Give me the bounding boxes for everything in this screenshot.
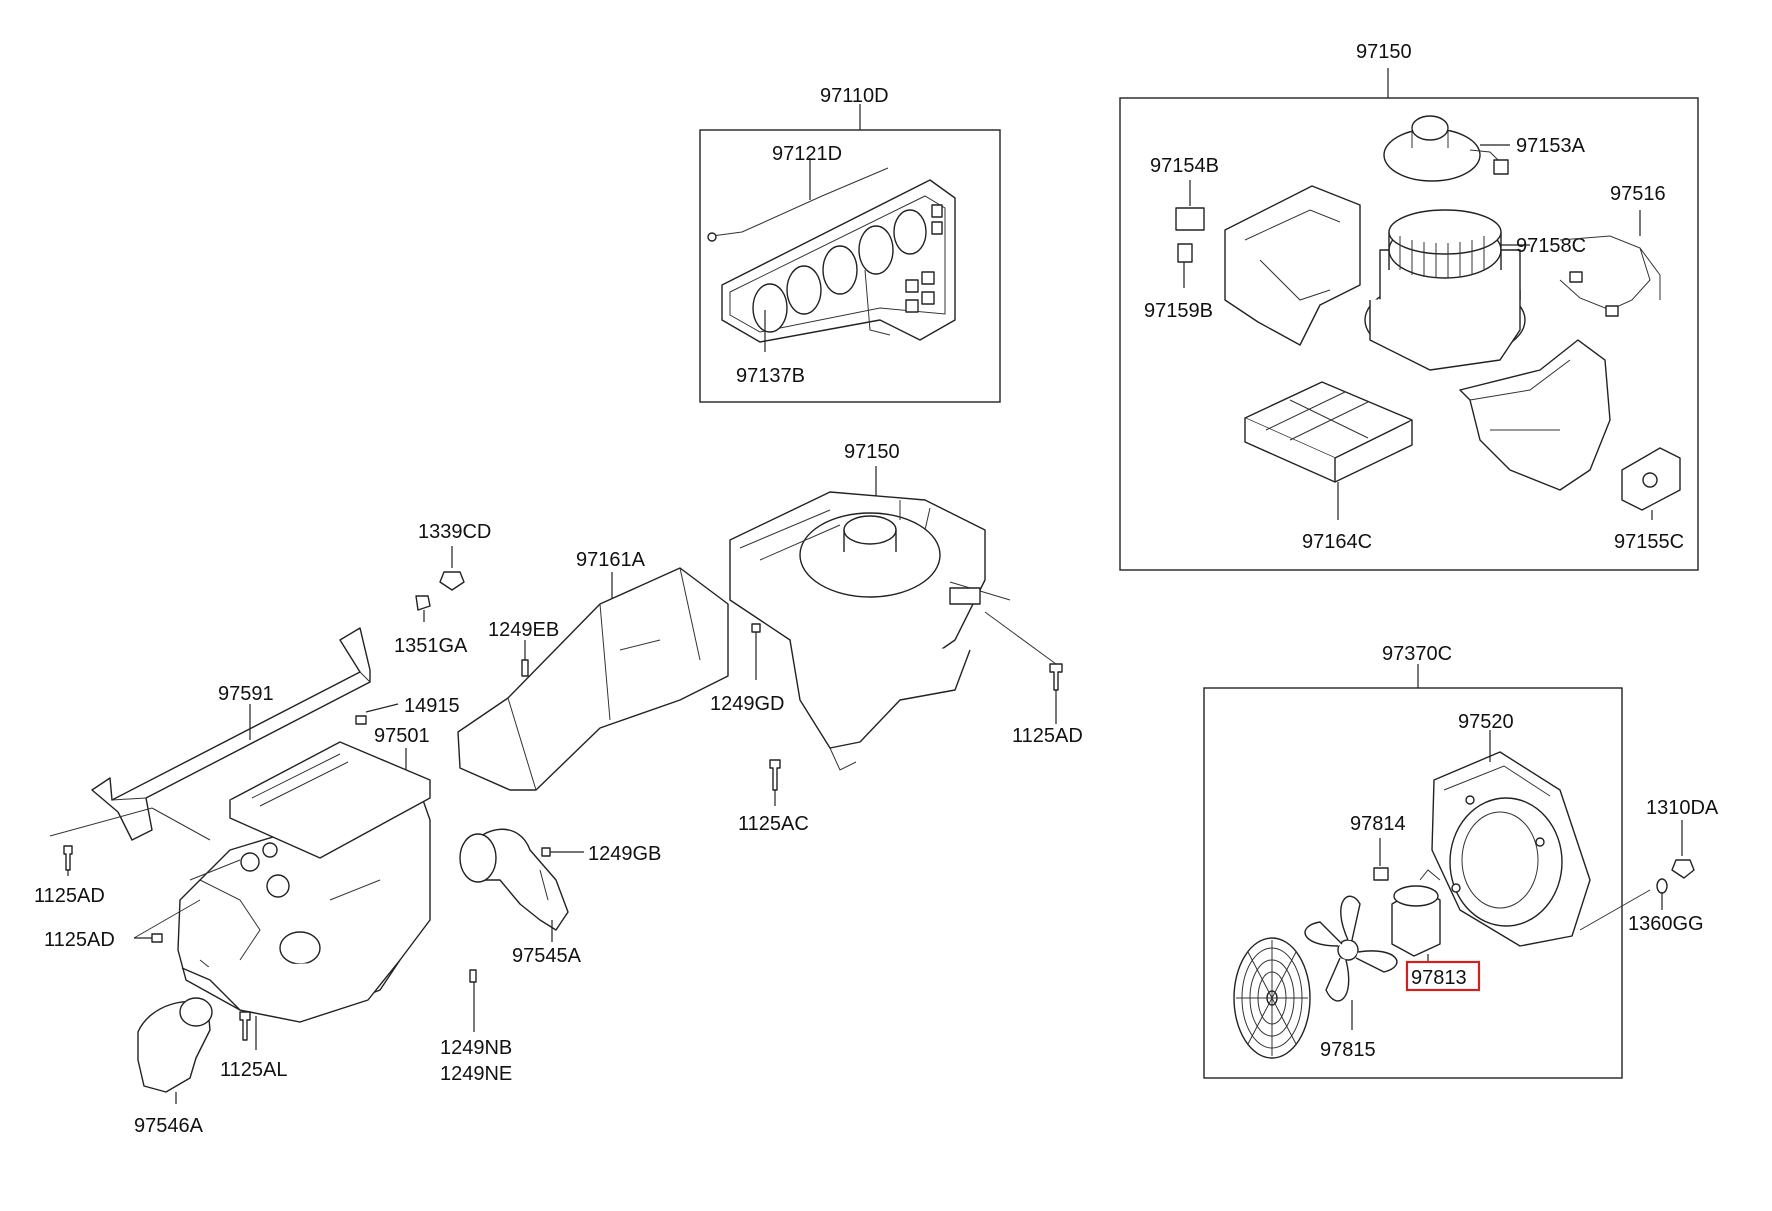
part-label-97121D[interactable]: 97121D — [772, 143, 842, 165]
highlight-97813 — [1405, 960, 1481, 992]
bolt-hardware-left: 1125AD 1125AD — [34, 845, 201, 951]
part-label-97813[interactable]: 97813 — [1411, 967, 1467, 989]
part-label-97110D[interactable]: 97110D — [820, 85, 889, 107]
elbow-duct-group: 97546A — [134, 997, 213, 1137]
air-filter-part — [1244, 381, 1413, 483]
part-label-97158C[interactable]: 97158C — [1516, 235, 1586, 257]
fan-motor-box — [1203, 687, 1623, 1079]
duct-part — [457, 567, 729, 791]
blower-case-lower — [1459, 339, 1611, 491]
part-label-97153A[interactable]: 97153A — [1516, 135, 1586, 157]
part-label-97520[interactable]: 97520 — [1458, 711, 1514, 733]
part-label-1351GA[interactable]: 1351GA — [394, 635, 468, 657]
part-label-1125AD-a[interactable]: 1125AD — [1012, 725, 1083, 747]
part-label-97150-mid[interactable]: 97150 — [844, 441, 900, 463]
cap-part — [1373, 867, 1389, 881]
part-label-1249NE[interactable]: 1249NE — [440, 1063, 512, 1085]
resistor-part — [1175, 207, 1205, 231]
duct-group: 97161A 1249EB 1249GD 1125AC — [457, 549, 809, 835]
part-label-97815[interactable]: 97815 — [1320, 1039, 1376, 1061]
bolt-1125AL — [239, 1011, 251, 1041]
part-label-1249GD[interactable]: 1249GD — [710, 693, 785, 715]
part-label-1249NB[interactable]: 1249NB — [440, 1037, 512, 1059]
part-label-97161A[interactable]: 97161A — [576, 549, 646, 571]
actuator-part — [1621, 447, 1681, 511]
part-label-97546A[interactable]: 97546A — [134, 1115, 204, 1137]
part-label-97814[interactable]: 97814 — [1350, 813, 1406, 835]
clip-part — [355, 715, 367, 725]
part-label-97154B[interactable]: 97154B — [1150, 155, 1219, 177]
part-label-97591[interactable]: 97591 — [218, 683, 274, 705]
blower-assembly-group: 97150 97153A 97154B 97159B — [1119, 41, 1699, 571]
part-label-1360GG[interactable]: 1360GG — [1628, 913, 1704, 935]
blower-unit-part — [729, 491, 1011, 771]
blower-case-left — [1224, 185, 1361, 346]
part-label-97545A[interactable]: 97545A — [512, 945, 582, 967]
part-label-97516[interactable]: 97516 — [1610, 183, 1666, 205]
connector-part — [1177, 243, 1193, 263]
washer-1360GG — [1656, 878, 1668, 894]
blower-fan-part — [1364, 209, 1526, 371]
part-label-97370C[interactable]: 97370C — [1382, 643, 1452, 665]
heater-unit-group: 97501 — [177, 725, 431, 1023]
fan-grille-part — [1233, 937, 1311, 1059]
part-label-1125AD-b[interactable]: 1125AD — [34, 885, 105, 907]
control-panel-group: 97110D 97121D 97137B — [699, 85, 1001, 403]
blower-motor-part — [1383, 115, 1509, 182]
bracket-group: 97591 — [49, 627, 371, 841]
part-label-1125AD-c[interactable]: 1125AD — [44, 929, 115, 951]
screw-1249NB — [469, 969, 477, 983]
part-label-1125AL[interactable]: 1125AL — [220, 1059, 287, 1081]
part-label-97150-top[interactable]: 97150 — [1356, 41, 1412, 63]
wire-harness-part — [1559, 235, 1661, 311]
part-label-14915[interactable]: 14915 — [404, 695, 460, 717]
part-label-1249EB[interactable]: 1249EB — [488, 619, 559, 641]
control-panel-part — [721, 179, 956, 343]
nut-hardware-group: 1339CD 1351GA — [394, 521, 491, 657]
rear-duct-group: 1249GB 97545A — [459, 828, 661, 967]
control-panel-box — [699, 129, 1001, 403]
part-label-1339CD[interactable]: 1339CD — [418, 521, 491, 543]
part-label-97155C[interactable]: 97155C — [1614, 531, 1684, 553]
part-label-97137B[interactable]: 97137B — [736, 365, 805, 387]
part-label-97501[interactable]: 97501 — [374, 725, 430, 747]
nut-1310DA — [1671, 859, 1695, 879]
part-label-97159B[interactable]: 97159B — [1144, 300, 1213, 322]
part-label-1249GB[interactable]: 1249GB — [588, 843, 661, 865]
fan-motor-group: 97370C 97520 97814 97813 — [1203, 643, 1719, 1079]
part-label-1125AC[interactable]: 1125AC — [738, 813, 809, 835]
blower-assembly-box — [1119, 97, 1699, 571]
fan-shroud-part — [1431, 751, 1591, 947]
fan-blade-part — [1304, 895, 1398, 1002]
fan-motor-part — [1391, 869, 1441, 957]
part-label-97164C[interactable]: 97164C — [1302, 531, 1372, 553]
blower-unit-group: 97150 1125AD — [729, 441, 1083, 771]
part-label-1310DA[interactable]: 1310DA — [1646, 797, 1719, 819]
